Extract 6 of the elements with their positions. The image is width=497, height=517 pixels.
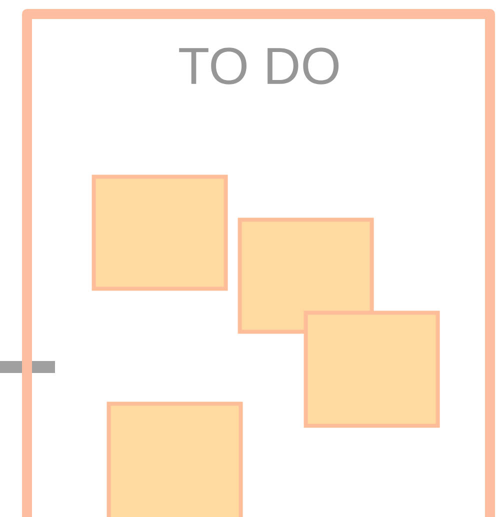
sticky-note [92,174,228,291]
sticky-note [238,218,374,334]
column-heading: TO DO [179,48,339,84]
sticky-note [304,310,440,428]
column-frame [22,8,495,517]
sticky-note [106,402,243,517]
